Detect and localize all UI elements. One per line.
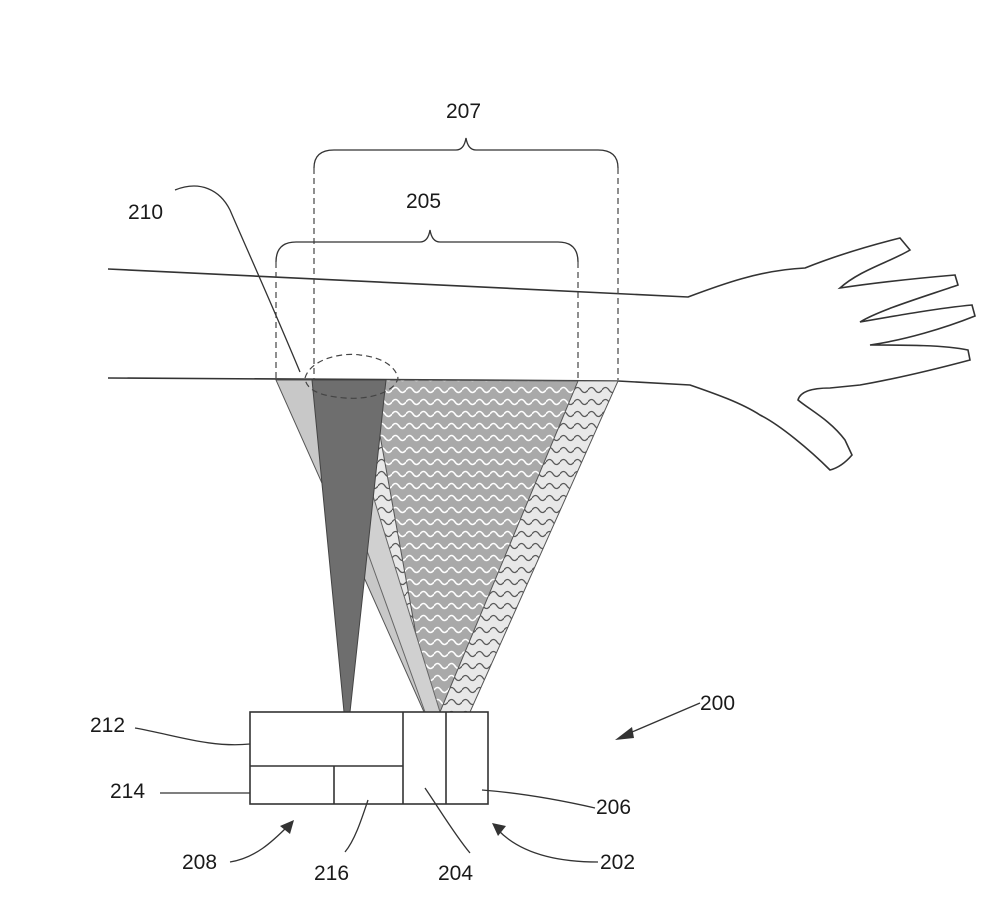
label-205: 205 <box>406 190 441 213</box>
label-214: 214 <box>110 780 145 803</box>
brace-205 <box>275 229 579 263</box>
label-204: 204 <box>438 862 473 885</box>
brace-207 <box>313 137 619 169</box>
label-208: 208 <box>182 851 217 874</box>
label-202: 202 <box>600 851 635 874</box>
label-210: 210 <box>128 201 163 224</box>
arrows <box>229 702 701 863</box>
label-200: 200 <box>700 692 735 715</box>
target-region-210 <box>304 353 399 399</box>
extent-lines <box>275 168 619 380</box>
leader-lines <box>134 727 596 854</box>
label-207: 207 <box>446 100 481 123</box>
leader-210 <box>174 185 301 373</box>
label-206: 206 <box>596 796 631 819</box>
label-212: 212 <box>90 714 125 737</box>
label-216: 216 <box>314 862 349 885</box>
device-housing <box>249 711 489 805</box>
